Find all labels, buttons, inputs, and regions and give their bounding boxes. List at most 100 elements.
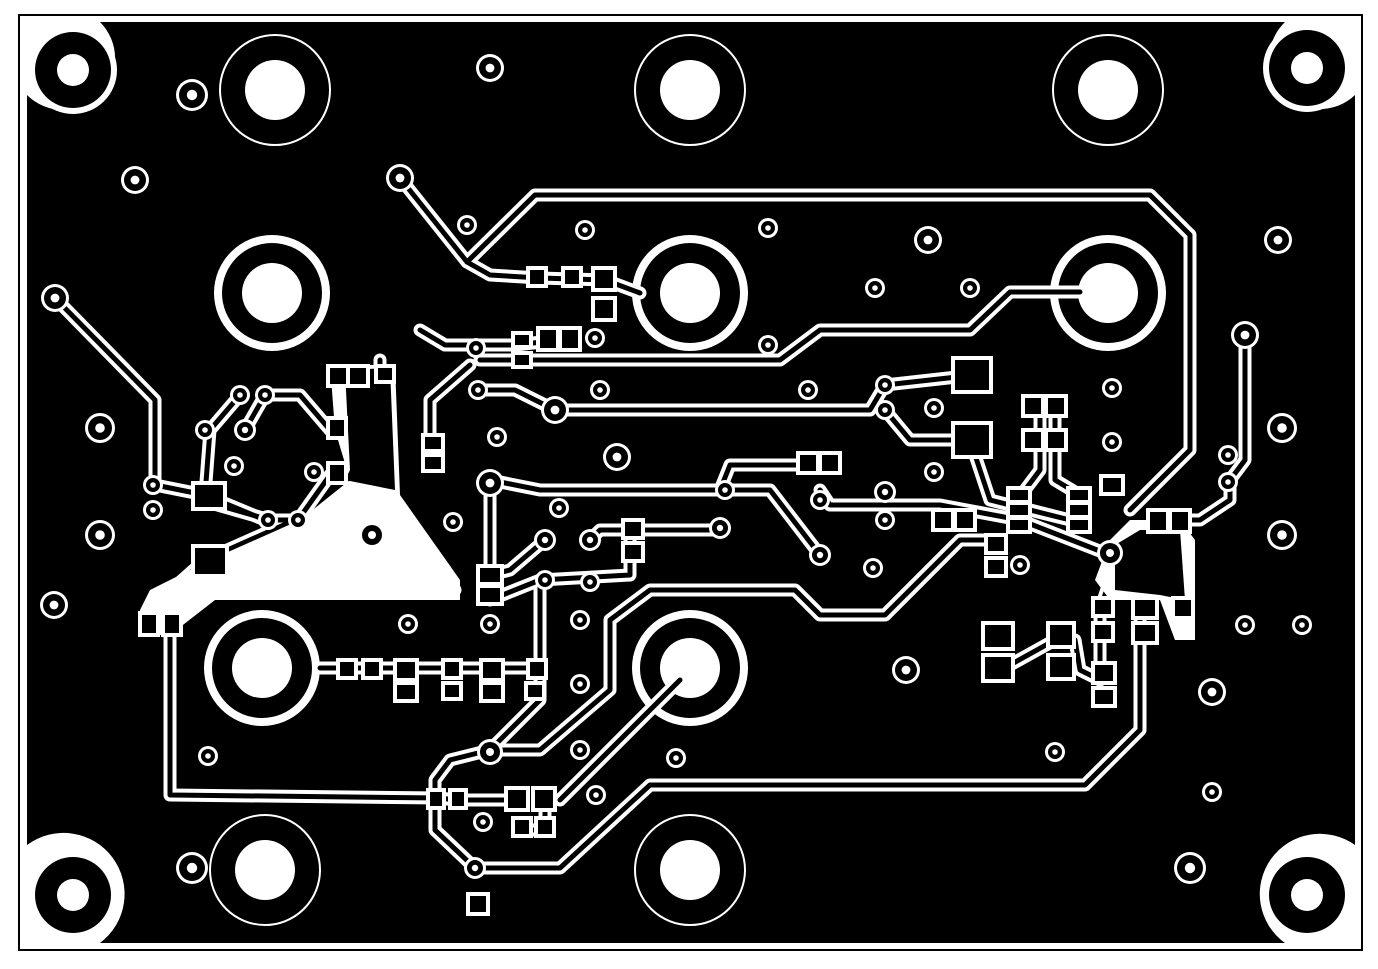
smd-pad [1103,478,1121,492]
via-hole [882,382,888,388]
smd-pad [625,522,641,536]
smd-pad [1010,520,1028,530]
via-hole [475,387,481,393]
via-hole [485,63,495,73]
via-hole [716,524,724,532]
smd-pad [165,615,179,633]
trace [487,537,1003,753]
via-hole [923,235,933,245]
via-hole [882,407,888,413]
smd-pad [1150,512,1166,530]
corner-mounting-holes [29,24,1351,939]
copper-pour [27,22,1355,943]
via-hole [1106,549,1114,557]
smd-pad [1172,512,1188,530]
via-hole [395,173,405,183]
smd-pad [1050,625,1072,645]
pad-ring [634,814,746,926]
smd-pad [1135,625,1155,641]
via-hole [49,600,59,610]
via-hole [464,222,470,228]
via-hole [1209,789,1215,795]
smd-pad [530,662,544,676]
smd-pad [445,685,459,697]
via-hole [1277,530,1287,540]
via-hole [50,293,60,303]
via-hole [1017,562,1023,568]
smd-pad [562,330,578,348]
via-hole [130,175,140,185]
via-hole [487,621,493,627]
trace [722,487,823,558]
pad-ring [209,814,321,926]
trace [1022,402,1043,493]
smd-pad [470,896,486,912]
smd-pad [425,457,441,469]
corner-hole [57,879,89,911]
via-hole [237,392,243,398]
smd-pad [1095,600,1111,614]
via-hole [967,285,973,291]
via-hole [882,517,888,523]
via-hole [817,497,823,503]
copper-island [345,368,395,490]
via-hole [95,530,105,540]
corner-hole [57,54,89,86]
smd-pad [535,790,553,808]
via-hole [805,387,811,393]
smd-pad [538,820,552,834]
via-hole [241,426,249,434]
smd-pad [480,588,500,602]
smd-pad [480,568,500,582]
via-hole [872,285,878,291]
via-hole [577,681,583,687]
via-hole [765,225,771,231]
smd-pad [397,685,415,699]
via-hole [150,507,156,513]
smd-pad [985,625,1011,647]
smd-pad [1025,398,1041,414]
via-hole [202,427,208,433]
via-hole [471,864,479,872]
pad-ring [1052,34,1164,146]
smd-pad [195,485,223,507]
pad-hole [660,840,720,900]
via-hole [816,551,824,559]
via-hole [542,577,548,583]
smd-pad [985,657,1011,679]
via-hole [1225,452,1231,458]
pad-hole [242,263,302,323]
smd-pad [195,548,225,574]
smd-pad [955,425,989,455]
pad-ring [634,34,746,146]
via-hole [205,753,211,759]
via-hole [765,342,771,348]
trace [464,192,1193,513]
pad-hole [235,840,295,900]
via-hole [1299,622,1305,628]
vias [40,54,1312,884]
smd-pad [988,537,1004,551]
via-hole [931,469,937,475]
via-hole [586,536,594,544]
via-hole [265,517,271,523]
via-hole [494,434,500,440]
smd-pad [1070,490,1088,500]
via-hole [311,469,317,475]
smd-pad [1175,600,1191,616]
via-hole [1109,439,1115,445]
smd-pad [530,270,544,284]
smd-pad [430,792,442,806]
smd-pad [1048,398,1064,414]
via-hole [722,487,728,493]
via-hole [405,621,411,627]
trace [432,607,1143,871]
smd-pad [330,465,344,481]
via-hole [186,89,198,101]
smd-pad [1095,690,1113,704]
via-hole [1240,330,1250,340]
via-hole [1225,479,1231,485]
via-hole [262,392,268,398]
pad-hole [660,263,720,323]
